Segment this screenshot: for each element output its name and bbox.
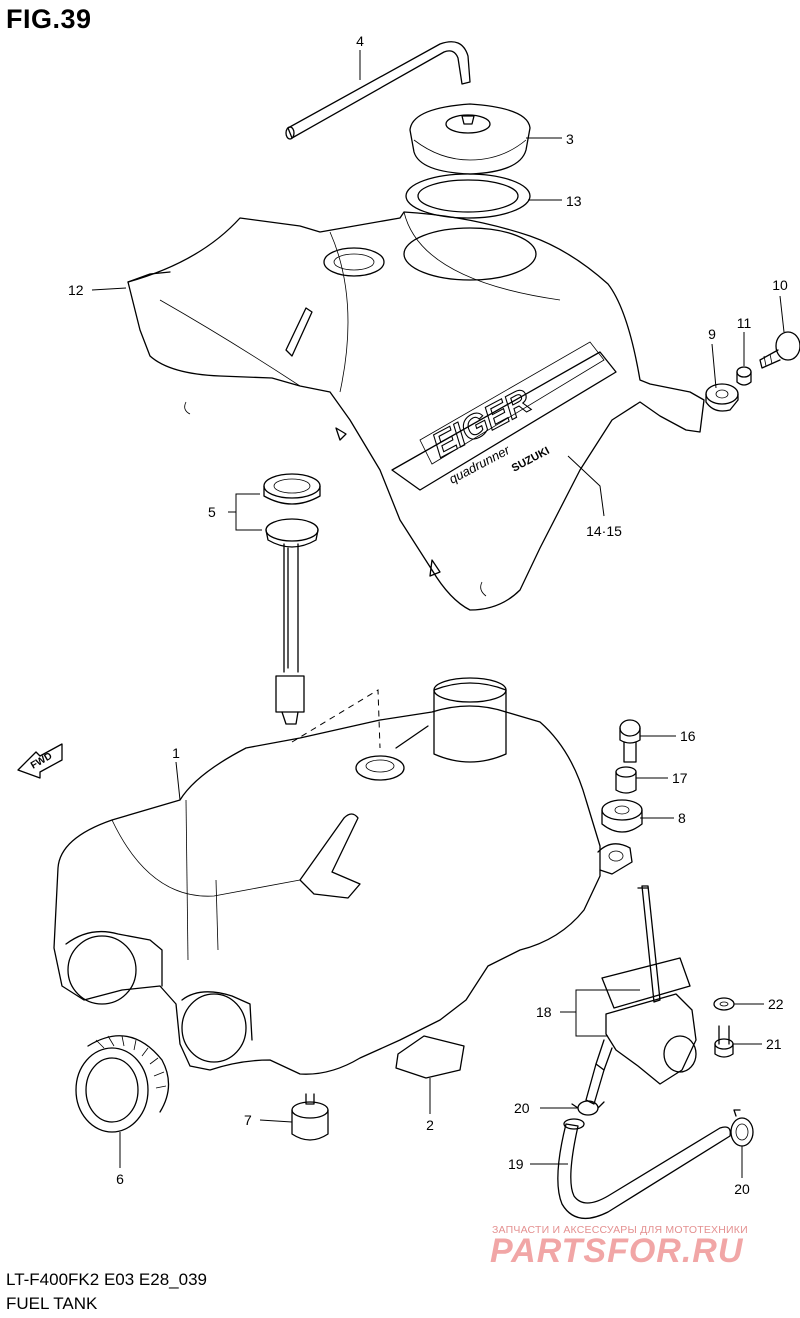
part-7-cushion[interactable] [291, 1093, 329, 1141]
callout-16: 16 [680, 728, 696, 744]
callout-17: 17 [672, 770, 688, 786]
callout-12: 12 [68, 282, 84, 298]
callout-20b: 20 [734, 1181, 750, 1197]
part-4-breather-hose[interactable] [285, 41, 471, 140]
part-17-collar[interactable] [615, 766, 637, 794]
callout-5: 5 [208, 504, 216, 520]
callout-6: 6 [116, 1171, 124, 1187]
callout-20a: 20 [514, 1100, 530, 1116]
callout-9: 9 [708, 326, 716, 342]
part-13-gasket[interactable] [405, 173, 531, 219]
callout-10: 10 [772, 277, 788, 293]
leader-lines [91, 50, 785, 1178]
watermark-logo: PARTSFOR.RU [490, 1232, 744, 1270]
callout-21: 21 [766, 1036, 782, 1052]
callout-14-15: 14·15 [586, 523, 622, 539]
figure-name: FUEL TANK [6, 1294, 98, 1313]
part-20-clamp-b[interactable] [730, 1109, 754, 1147]
part-1-fuel-tank[interactable] [53, 677, 633, 1075]
forward-arrow-icon: FWD [17, 743, 63, 779]
figure-title: FIG.39 [6, 4, 92, 34]
part-2-pad[interactable] [395, 1035, 465, 1079]
part-10-bolt[interactable] [759, 331, 800, 369]
callout-1: 1 [172, 745, 180, 761]
part-12-tank-cover[interactable]: EIGER quadrunner SUZUKI [127, 211, 705, 611]
callout-4: 4 [356, 33, 364, 49]
part-9-grommet[interactable] [705, 383, 739, 412]
callout-19: 19 [508, 1156, 524, 1172]
callout-18: 18 [536, 1004, 552, 1020]
part-11-collar[interactable] [736, 366, 752, 386]
callout-3: 3 [566, 131, 574, 147]
model-code: LT-F400FK2 E03 E28_039 [6, 1270, 207, 1289]
part-8-grommet[interactable] [601, 799, 643, 833]
callout-22: 22 [768, 996, 784, 1012]
callout-13: 13 [566, 193, 582, 209]
fwd-label: FWD [29, 751, 54, 772]
callout-8: 8 [678, 810, 686, 826]
callout-2: 2 [426, 1117, 434, 1133]
watermark-caption: ЗАПЧАСТИ И АКСЕССУАРЫ ДЛЯ МОТОТЕХНИКИ [492, 1224, 748, 1236]
part-16-bolt[interactable] [619, 719, 641, 763]
part-19-fuel-hose[interactable] [557, 1118, 731, 1220]
part-6-cover[interactable] [75, 1035, 170, 1133]
part-22-washer[interactable] [713, 997, 735, 1011]
decal-maker: SUZUKI [510, 445, 552, 475]
part-5-fuel-gauge-unit[interactable] [263, 473, 321, 725]
part-21-screw[interactable] [714, 1025, 734, 1058]
part-18-fuel-valve[interactable] [585, 885, 697, 1105]
part-3-fuel-cap[interactable] [409, 103, 531, 175]
callout-7: 7 [244, 1112, 252, 1128]
callout-11: 11 [737, 315, 752, 331]
